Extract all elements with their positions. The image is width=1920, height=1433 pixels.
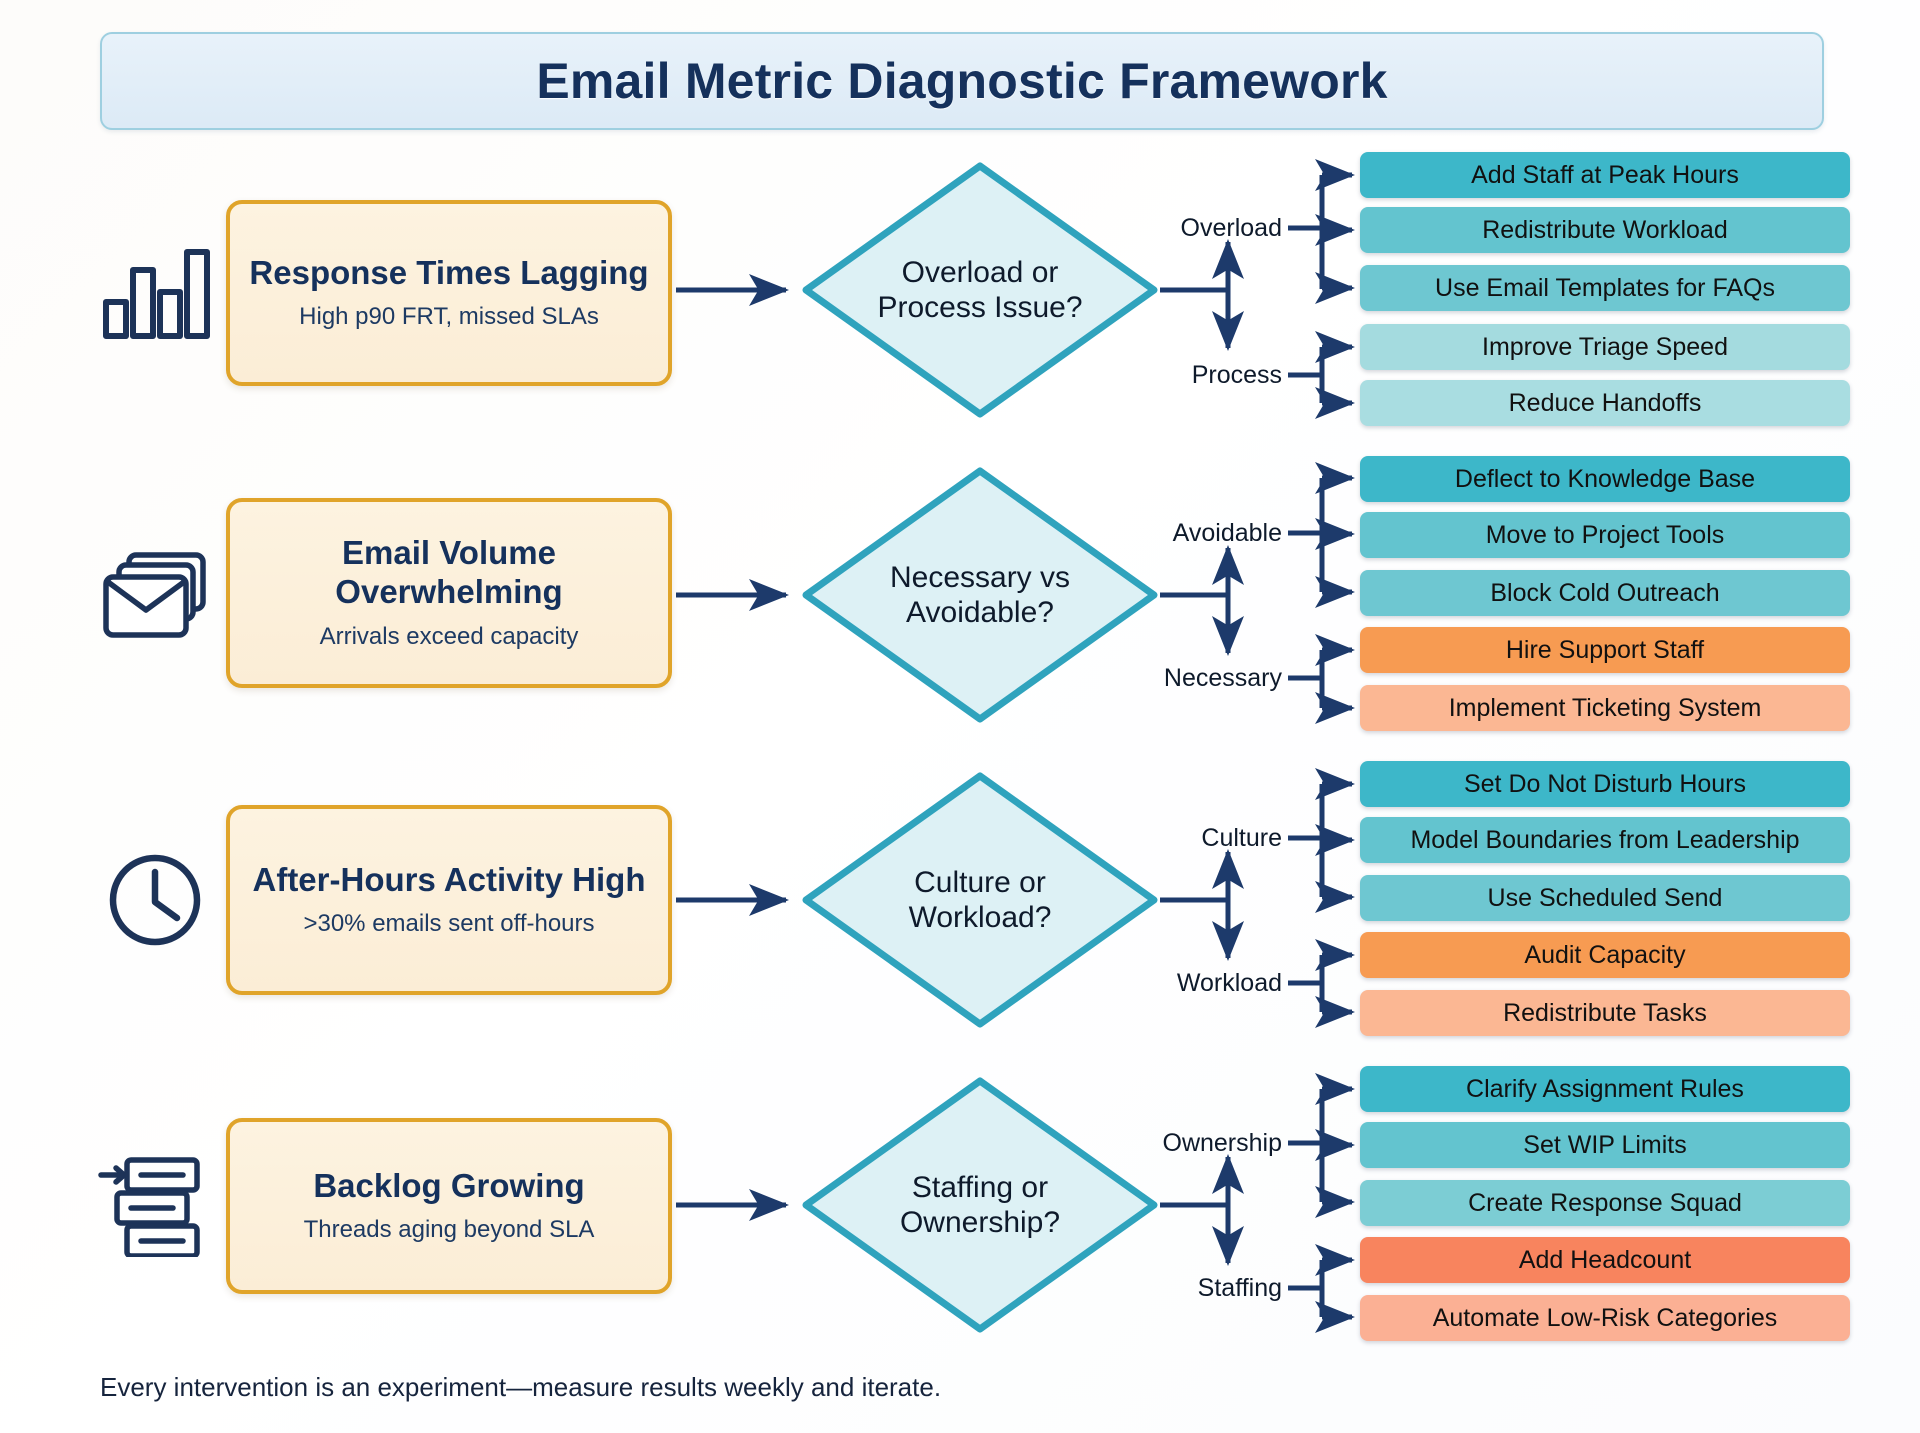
action-box[interactable]: Block Cold Outreach [1360,570,1850,616]
branch-label-overload: Overload [1180,214,1282,242]
action-box[interactable]: Deflect to Knowledge Base [1360,456,1850,502]
stacked-envelopes-icon [95,535,215,655]
problem-card[interactable]: After-Hours Activity High >30% emails se… [226,805,672,995]
page-title: Email Metric Diagnostic Framework [536,53,1388,109]
action-box[interactable]: Use Scheduled Send [1360,875,1850,921]
branch-label-workload: Workload [1176,969,1282,997]
problem-subtitle: High p90 FRT, missed SLAs [299,303,599,331]
action-box[interactable]: Redistribute Workload [1360,207,1850,253]
action-box[interactable]: Audit Capacity [1360,932,1850,978]
action-box[interactable]: Implement Ticketing System [1360,685,1850,731]
action-box[interactable]: Hire Support Staff [1360,627,1850,673]
action-box[interactable]: Improve Triage Speed [1360,324,1850,370]
problem-card[interactable]: Email Volume Overwhelming Arrivals excee… [226,498,672,688]
problem-title: After-Hours Activity High [252,860,646,898]
action-box[interactable]: Add Staff at Peak Hours [1360,152,1850,198]
problem-card[interactable]: Response Times Lagging High p90 FRT, mis… [226,200,672,386]
branch-label-ownership: Ownership [1162,1129,1283,1157]
branch-label-process: Process [1191,361,1282,389]
page-title-bar: Email Metric Diagnostic Framework [100,32,1824,130]
bar-chart-icon [95,230,215,350]
action-box[interactable]: Automate Low-Risk Categories [1360,1295,1850,1341]
action-box[interactable]: Set WIP Limits [1360,1122,1850,1168]
branch-label-culture: Culture [1201,824,1282,852]
clock-icon [95,840,215,960]
backlog-queue-icon [95,1145,215,1265]
action-box[interactable]: Model Boundaries from Leadership [1360,817,1850,863]
branch-label-staffing: Staffing [1197,1274,1282,1302]
problem-title: Backlog Growing [313,1166,585,1204]
problem-card[interactable]: Backlog Growing Threads aging beyond SLA [226,1118,672,1294]
footer-note: Every intervention is an experiment—meas… [100,1372,942,1402]
problem-title: Email Volume Overwhelming [335,534,563,611]
action-box[interactable]: Redistribute Tasks [1360,990,1850,1036]
action-box[interactable]: Move to Project Tools [1360,512,1850,558]
problem-subtitle: Threads aging beyond SLA [303,1216,595,1244]
branch-label-necessary: Necessary [1163,664,1282,692]
action-box[interactable]: Add Headcount [1360,1237,1850,1283]
action-box[interactable]: Use Email Templates for FAQs [1360,265,1850,311]
action-box[interactable]: Clarify Assignment Rules [1360,1066,1850,1112]
action-box[interactable]: Create Response Squad [1360,1180,1850,1226]
action-box[interactable]: Set Do Not Disturb Hours [1360,761,1850,807]
problem-subtitle: Arrivals exceed capacity [319,622,579,650]
action-box[interactable]: Reduce Handoffs [1360,380,1850,426]
branch-label-avoidable: Avoidable [1172,519,1282,547]
problem-subtitle: >30% emails sent off-hours [303,910,595,938]
problem-title: Response Times Lagging [249,253,649,291]
